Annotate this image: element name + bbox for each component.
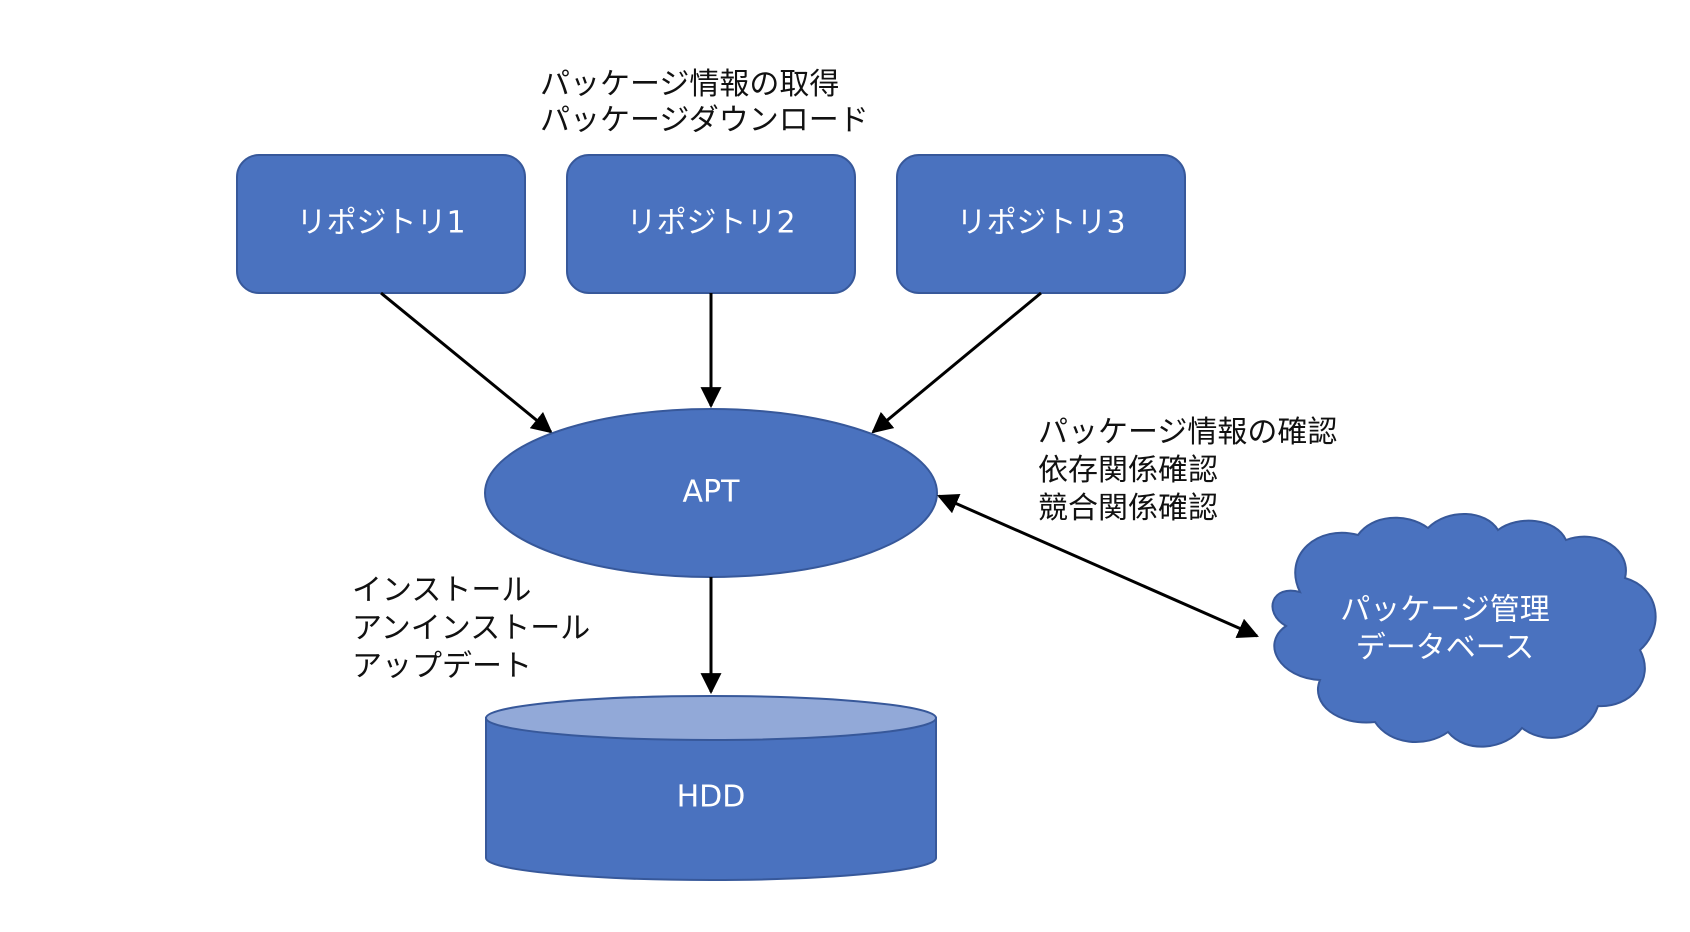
apt-node: APT <box>484 408 938 578</box>
hdd-cylinder-body <box>485 717 937 881</box>
hdd-action-line-1: インストール <box>352 573 531 608</box>
repo-action-line-2: パッケージダウンロード <box>540 103 869 138</box>
repository-1-label: リポジトリ1 <box>296 206 465 241</box>
db-action-line-2: 依存関係確認 <box>1038 453 1218 488</box>
db-action-line-3: 競合関係確認 <box>1038 491 1218 526</box>
hdd-node: HDD <box>485 695 937 881</box>
repository-1-node: リポジトリ1 <box>236 154 526 294</box>
repository-3-node: リポジトリ3 <box>896 154 1186 294</box>
repository-2-node: リポジトリ2 <box>566 154 856 294</box>
package-db-label-line-2: データベース <box>1356 631 1535 666</box>
repository-3-label: リポジトリ3 <box>956 206 1125 241</box>
hdd-label: HDD <box>677 780 746 815</box>
arrow-apt-db-bidirectional <box>937 494 1259 638</box>
hdd-action-line-3: アップデート <box>352 649 532 684</box>
package-db-label-line-1: パッケージ管理 <box>1340 593 1549 628</box>
db-action-line-1: パッケージ情報の確認 <box>1038 415 1337 450</box>
repo-action-line-1: パッケージ情報の取得 <box>540 67 839 102</box>
package-db-node: パッケージ管理 データベース <box>1271 513 1657 748</box>
apt-label: APT <box>683 475 741 510</box>
repository-2-label: リポジトリ2 <box>626 206 795 241</box>
arrow-repo3-to-apt <box>871 291 1042 434</box>
db-actions-annotation: パッケージ情報の確認 依存関係確認 競合関係確認 <box>1038 415 1337 526</box>
package-db-cloud <box>1271 513 1657 748</box>
arrow-repo1-to-apt <box>380 291 553 434</box>
repo-actions-annotation: パッケージ情報の取得 パッケージダウンロード <box>540 67 869 138</box>
hdd-action-line-2: アンインストール <box>352 611 590 646</box>
hdd-cylinder-top <box>485 695 937 741</box>
hdd-actions-annotation: インストール アンインストール アップデート <box>352 573 590 684</box>
